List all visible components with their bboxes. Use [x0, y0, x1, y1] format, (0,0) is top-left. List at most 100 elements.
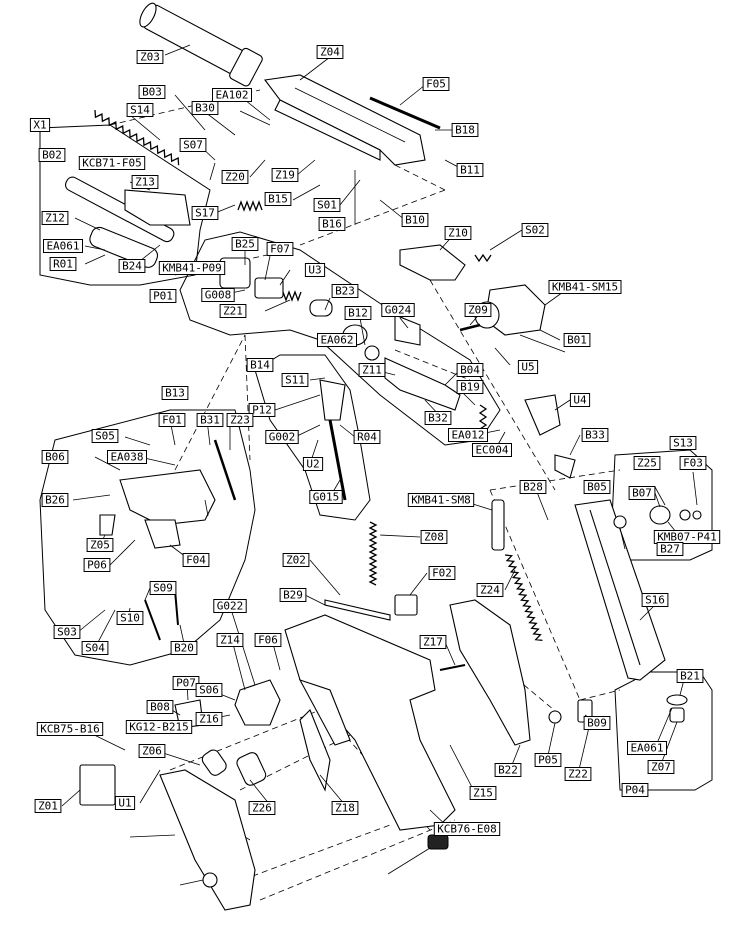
part-label: B09	[583, 716, 611, 730]
label-text: Z09	[468, 304, 488, 317]
part-label: G008	[201, 288, 235, 302]
label-text: S14	[130, 104, 150, 117]
label-box	[170, 641, 198, 655]
label-text: G024	[385, 304, 412, 317]
label-text: B06	[45, 451, 65, 464]
label-text: P07	[176, 677, 196, 690]
label-box	[216, 633, 244, 647]
label-box	[344, 306, 372, 320]
label-box	[583, 480, 611, 494]
label-box	[331, 284, 359, 298]
part-label: Z17	[419, 635, 447, 649]
barrel-part	[139, 2, 263, 87]
label-text: Z20	[225, 171, 245, 184]
label-box	[628, 486, 656, 500]
part-label: S16	[641, 593, 669, 607]
label-text: S05	[95, 430, 115, 443]
label-box	[226, 413, 254, 427]
label-box	[679, 456, 707, 470]
recoil-spring	[94, 109, 180, 166]
label-box	[627, 741, 667, 755]
label-text: Z05	[90, 539, 110, 552]
label-box	[472, 443, 512, 457]
label-box	[248, 801, 276, 815]
label-box	[583, 716, 611, 730]
part-label: KMB41-SM15	[548, 280, 622, 294]
label-text: F05	[426, 78, 446, 91]
label-box	[331, 801, 359, 815]
part-label: P04	[621, 783, 649, 797]
label-box	[304, 263, 326, 277]
label-text: Z17	[423, 636, 443, 649]
part-label: S13	[669, 436, 697, 450]
part-label: KMB07-P41	[653, 530, 721, 544]
part-label: X1	[29, 118, 51, 132]
label-text: B14	[250, 359, 270, 372]
label-text: S04	[85, 642, 105, 655]
label-box	[456, 163, 484, 177]
part-label: S10	[116, 611, 144, 625]
part-label: P06	[83, 558, 111, 572]
spring-s17	[237, 200, 263, 212]
label-text: S16	[645, 594, 665, 607]
part-label: Z04	[316, 45, 344, 59]
label-box	[125, 720, 193, 734]
part-label: P12	[248, 403, 276, 417]
part-label: S11	[281, 373, 309, 387]
label-box	[420, 530, 448, 544]
label-box	[254, 633, 282, 647]
label-box	[149, 289, 177, 303]
label-box	[83, 558, 111, 572]
label-box	[569, 393, 591, 407]
label-text: P12	[252, 404, 272, 417]
label-text: Z26	[252, 802, 272, 815]
label-box	[451, 123, 479, 137]
label-box	[456, 380, 484, 394]
label-text: B08	[150, 701, 170, 714]
part-label: Z09	[464, 303, 492, 317]
label-text: B18	[455, 124, 475, 137]
part-label: R04	[353, 430, 381, 444]
label-text: EA062	[320, 334, 353, 347]
label-text: B05	[587, 481, 607, 494]
part-label: B27	[656, 542, 684, 556]
label-box	[433, 822, 501, 836]
label-box	[653, 530, 721, 544]
label-text: KMB41-P09	[162, 262, 222, 275]
part-label: B01	[563, 333, 591, 347]
part-label: Z08	[420, 530, 448, 544]
label-text: B22	[498, 764, 518, 777]
part-label: Z12	[41, 211, 69, 225]
part-label: R01	[49, 257, 77, 271]
label-text: S07	[183, 139, 203, 152]
label-box	[517, 360, 539, 374]
part-label: B15	[264, 192, 292, 206]
label-box	[91, 429, 119, 443]
part-label: S09	[149, 581, 177, 595]
label-text: B31	[200, 414, 220, 427]
label-box	[519, 480, 547, 494]
part-label: S06	[195, 683, 223, 697]
label-text: G008	[205, 289, 232, 302]
part-label: B06	[41, 450, 69, 464]
part-label: Z25	[633, 456, 661, 470]
label-box	[456, 363, 484, 377]
part-label: Z06	[138, 744, 166, 758]
label-box	[248, 403, 276, 417]
part-label: EC004	[472, 443, 512, 457]
part-label: Z21	[219, 304, 247, 318]
label-box	[86, 538, 114, 552]
label-box	[647, 760, 675, 774]
part-label: G024	[381, 303, 415, 317]
label-text: F03	[683, 457, 703, 470]
label-box	[195, 683, 223, 697]
label-box	[212, 88, 252, 102]
part-label: KCB75-B16	[36, 722, 104, 736]
part-label: EA061	[627, 741, 667, 755]
label-text: B01	[567, 334, 587, 347]
part-label: Z22	[564, 767, 592, 781]
label-text: Z07	[651, 761, 671, 774]
part-label: B30	[191, 101, 219, 115]
label-box	[548, 280, 622, 294]
